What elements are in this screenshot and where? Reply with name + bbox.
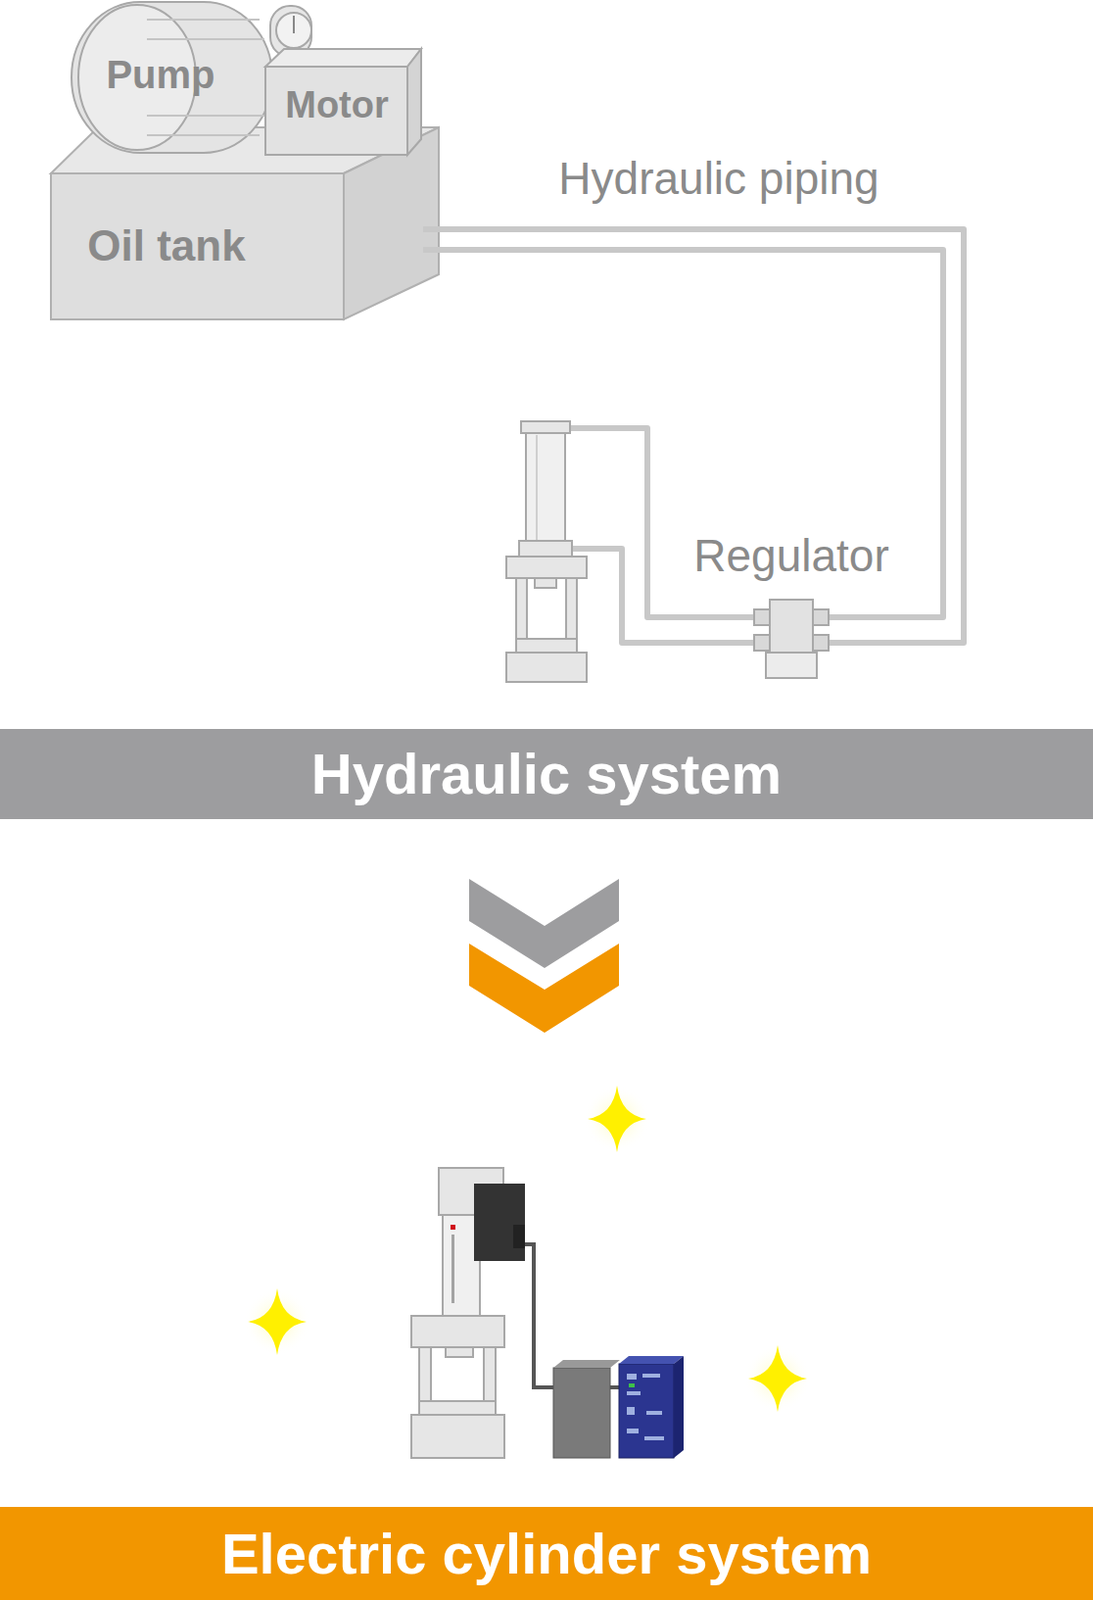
hydraulic-pipes [423, 229, 964, 643]
pipe-label: Hydraulic piping [558, 153, 879, 204]
system-band: Hydraulic system [0, 728, 1093, 819]
node-text: Oil tank [87, 222, 245, 270]
system-band: Electric cylinder system [0, 1506, 1093, 1600]
node-text: Electric cylinder system [221, 1521, 872, 1585]
chevron-orange [469, 943, 619, 1033]
part-label: Regulator [693, 530, 889, 581]
sparkle-stars [243, 1085, 811, 1412]
electric-press [411, 1167, 684, 1458]
node-text: Hydraulic system [311, 742, 782, 806]
regulator [754, 599, 829, 678]
motor-box [265, 48, 422, 155]
oil-tank [50, 127, 439, 320]
oil-tank-label-box: Oil tank [58, 215, 275, 277]
node-text: Motor [285, 85, 389, 127]
hydraulic-press [506, 421, 587, 682]
pump-label-box: Pump [97, 47, 224, 102]
motor-label-box: Motor [267, 80, 407, 132]
chevron-grey [469, 878, 619, 968]
node-text: Pump [105, 52, 215, 96]
